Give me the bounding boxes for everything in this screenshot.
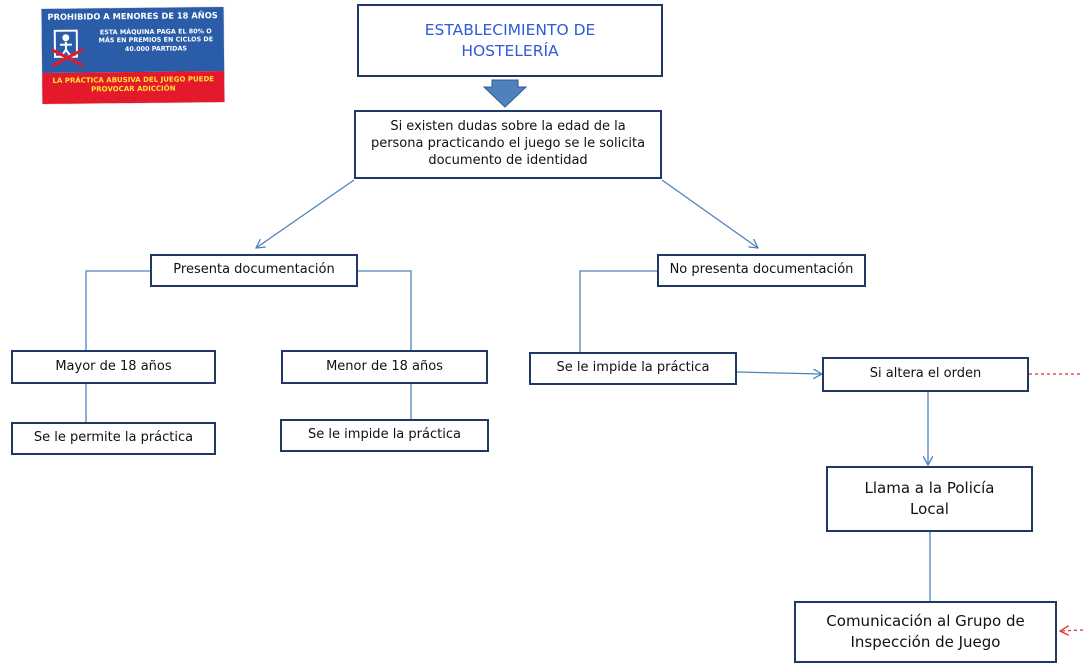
node-altera-orden: Si altera el orden xyxy=(822,357,1029,392)
node-establecimiento: ESTABLECIMIENTO DE HOSTELERÍA xyxy=(357,4,663,77)
node-mayor-18: Mayor de 18 años xyxy=(11,350,216,384)
node-impide-practica-sin-doc: Se le impide la práctica xyxy=(529,352,737,385)
sign-payout-text: ESTA MÁQUINA PAGA EL 80% O MÁS EN PREMIO… xyxy=(98,27,214,53)
node-no-presenta-documentacion: No presenta documentación xyxy=(657,254,866,287)
big-down-arrow xyxy=(482,79,528,108)
arrow-impide-altera xyxy=(736,372,822,374)
line-presenta-mayor xyxy=(85,270,150,350)
red-dashed-arrow-comunicacion xyxy=(1060,630,1083,631)
arrow-to-presenta xyxy=(256,179,355,248)
age-restriction-sign: PROHIBIDO A MENORES DE 18 AÑOS ESTA MÁQU… xyxy=(41,7,225,104)
node-llama-policia: Llama a la Policía Local xyxy=(826,466,1033,532)
sign-top-panel: PROHIBIDO A MENORES DE 18 AÑOS ESTA MÁQU… xyxy=(41,7,225,73)
line-presenta-menor xyxy=(358,270,412,350)
arrow-to-no-presenta xyxy=(661,179,758,248)
node-permite-practica: Se le permite la práctica xyxy=(11,422,216,455)
node-comunicacion-inspeccion: Comunicación al Grupo de Inspección de J… xyxy=(794,601,1057,663)
node-menor-18: Menor de 18 años xyxy=(281,350,488,384)
sign-heading: PROHIBIDO A MENORES DE 18 AÑOS xyxy=(47,10,218,22)
sign-warning-text: LA PRÁCTICA ABUSIVA DEL JUEGO PUEDE PROV… xyxy=(42,71,225,104)
node-check-id: Si existen dudas sobre la edad de la per… xyxy=(354,110,662,179)
crossed-out-player-icon xyxy=(51,29,84,68)
node-impide-practica-menor: Se le impide la práctica xyxy=(280,419,489,452)
line-nopresenta-impide xyxy=(579,270,657,352)
node-presenta-documentacion: Presenta documentación xyxy=(150,254,358,287)
